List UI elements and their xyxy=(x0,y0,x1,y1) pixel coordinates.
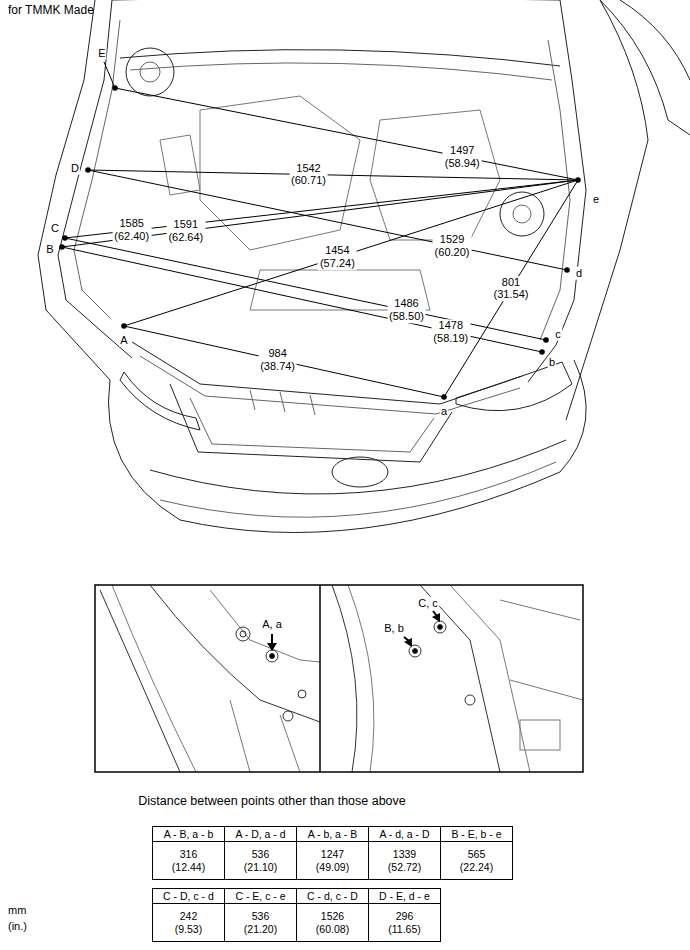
dimension-value: 1585 (62.40) xyxy=(112,218,151,243)
table-header-cell: C - D, c - d xyxy=(163,890,214,903)
dimension-value: 1497 (58.94) xyxy=(443,144,482,169)
table-value-cell: 1247 (49.09) xyxy=(316,848,349,873)
point-letter: a xyxy=(440,405,448,418)
table-cell: 1339 (52.72) xyxy=(368,841,441,880)
table-cell: D - E, d - e xyxy=(368,888,441,904)
table-cell: 565 (22.24) xyxy=(440,841,513,880)
table-cell: A - b, a - B xyxy=(296,826,369,842)
table-cell: 1526 (60.08) xyxy=(296,903,369,942)
table-value-cell: 242 (9.53) xyxy=(175,910,202,935)
unit-label: mm xyxy=(8,904,26,917)
inset-point-label: B, b xyxy=(383,622,405,635)
table-cell: A - d, a - D xyxy=(368,826,441,842)
table-caption: Distance between points other than those… xyxy=(138,794,406,808)
table-header-cell: A - B, a - b xyxy=(164,828,214,841)
point-letter: D xyxy=(70,162,80,175)
dimension-value: 984 (38.74) xyxy=(258,347,297,372)
table-value-cell: 565 (22.24) xyxy=(460,848,493,873)
dimension-value: 1486 (58.50) xyxy=(387,298,426,323)
table-cell: C - d, c - D xyxy=(296,888,369,904)
table-cell: 536 (21.20) xyxy=(224,903,297,942)
point-letter: C xyxy=(50,222,60,235)
table-header-cell: B - E, b - e xyxy=(451,828,501,841)
point-letter: b xyxy=(548,356,556,369)
table-cell: A - D, a - d xyxy=(224,826,297,842)
table-header-cell: C - E, c - e xyxy=(235,890,285,903)
model-note: for TMMK Made xyxy=(8,4,94,18)
point-letter: E xyxy=(97,47,106,60)
table-header-cell: A - d, a - D xyxy=(379,828,429,841)
table-header-cell: C - d, c - D xyxy=(307,890,358,903)
dimension-value: 801 (31.54) xyxy=(492,276,531,301)
point-letter: c xyxy=(554,328,562,341)
table-value-cell: 1339 (52.72) xyxy=(388,848,421,873)
table-value-cell: 1526 (60.08) xyxy=(316,910,349,935)
table-cell: 1247 (49.09) xyxy=(296,841,369,880)
table-cell: 242 (9.53) xyxy=(152,903,225,942)
point-letter: B xyxy=(45,243,54,256)
point-letter: d xyxy=(575,267,583,280)
inset-point-label: A, a xyxy=(261,618,283,631)
table-cell: 296 (11.65) xyxy=(368,903,441,942)
table-header-cell: A - b, a - B xyxy=(308,828,358,841)
dimension-value: 1591 (62.64) xyxy=(166,218,205,243)
table-cell: A - B, a - b xyxy=(152,826,225,842)
dimension-value: 1529 (60.20) xyxy=(433,233,472,258)
table-header-cell: D - E, d - e xyxy=(379,890,430,903)
point-letter: A xyxy=(119,334,128,347)
dimension-value: 1454 (57.24) xyxy=(318,245,357,270)
table-cell: B - E, b - e xyxy=(440,826,513,842)
table-cell: 536 (21.10) xyxy=(224,841,297,880)
table-header-cell: A - D, a - d xyxy=(235,828,285,841)
table-value-cell: 536 (21.20) xyxy=(244,910,277,935)
unit-label: (in.) xyxy=(8,920,27,933)
dimension-value: 1478 (58.19) xyxy=(431,319,470,344)
table-cell: C - D, c - d xyxy=(152,888,225,904)
table-cell: 316 (12.44) xyxy=(152,841,225,880)
point-letter: e xyxy=(592,193,600,206)
table-value-cell: 316 (12.44) xyxy=(172,848,205,873)
table-cell: C - E, c - e xyxy=(224,888,297,904)
table-value-cell: 296 (11.65) xyxy=(388,910,421,935)
inset-point-label: C, c xyxy=(417,597,439,610)
dimension-value: 1542 (60.71) xyxy=(289,162,328,187)
table-value-cell: 536 (21.10) xyxy=(244,848,277,873)
